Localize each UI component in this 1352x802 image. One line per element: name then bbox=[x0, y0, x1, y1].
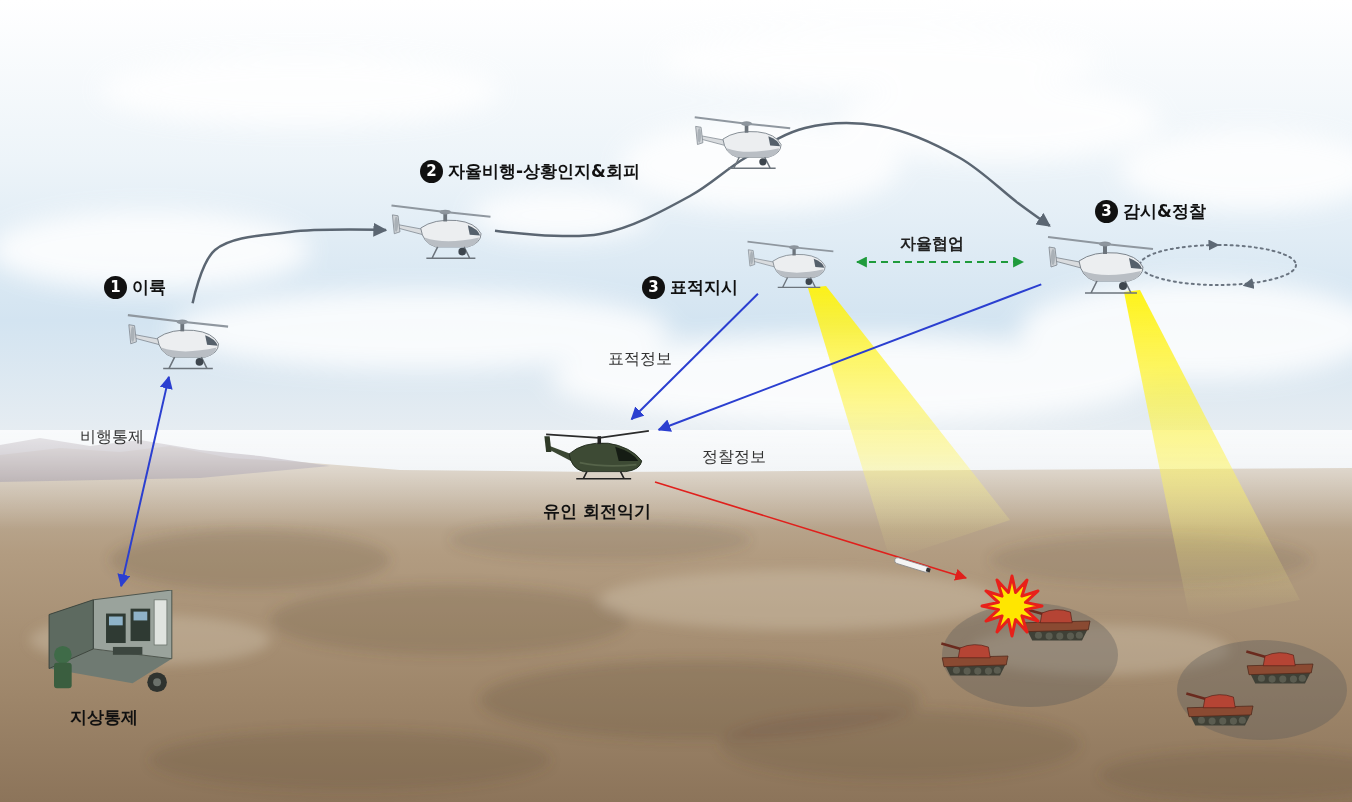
node-label: 지상통제 bbox=[70, 706, 138, 728]
uav-helicopter bbox=[695, 117, 790, 168]
ground-station-icon bbox=[38, 590, 178, 698]
node-label: 3감시&정찰 bbox=[1095, 200, 1206, 223]
uav-helicopter: 3감시&정찰 bbox=[1045, 227, 1155, 297]
manned-helicopter: 유인 회전익기 bbox=[540, 422, 655, 484]
edge-label: 자율협업 bbox=[900, 234, 964, 253]
node-title: 감시&정찰 bbox=[1123, 200, 1206, 222]
tank bbox=[1023, 609, 1090, 641]
helicopter-icon bbox=[745, 233, 835, 291]
edge-label: 비행통제 bbox=[80, 427, 144, 446]
edge-label: 표적정보 bbox=[608, 349, 672, 368]
node-title: 표적지시 bbox=[670, 276, 738, 298]
callout-number: 2 bbox=[420, 160, 443, 183]
helicopter-icon bbox=[125, 305, 230, 373]
helicopter-icon bbox=[1045, 227, 1155, 297]
edge-label: 정찰정보 bbox=[702, 447, 766, 466]
connector-arrow bbox=[193, 230, 386, 304]
uav-helicopter: 3표적지시 bbox=[745, 233, 835, 291]
tank bbox=[1186, 694, 1253, 726]
node-label: 3표적지시 bbox=[642, 276, 738, 299]
node-label: 2자율비행-상황인지&회피 bbox=[420, 160, 640, 183]
missile bbox=[894, 557, 931, 574]
orbit-path bbox=[1140, 245, 1296, 285]
horizon-haze bbox=[0, 430, 1352, 530]
uav-helicopter: 2자율비행-상황인지&회피 bbox=[388, 196, 493, 262]
node-title: 자율비행-상황인지&회피 bbox=[448, 160, 640, 182]
helicopter-icon bbox=[544, 431, 649, 479]
orbit-arrow bbox=[1248, 282, 1262, 285]
target-area bbox=[1177, 640, 1347, 740]
ground-control-station: 지상통제 bbox=[38, 590, 178, 698]
node-label: 1이륙 bbox=[104, 276, 166, 299]
callout-number: 3 bbox=[1095, 200, 1118, 223]
callout-number: 3 bbox=[642, 276, 665, 299]
ground-station-icon bbox=[49, 590, 172, 692]
orbit-arrow bbox=[1200, 245, 1214, 246]
uav-helicopter: 1이륙 bbox=[125, 305, 230, 373]
helicopter-icon bbox=[747, 242, 833, 288]
helicopter-icon bbox=[128, 315, 228, 368]
sensor-beam bbox=[808, 286, 1010, 560]
tank bbox=[941, 644, 1008, 676]
helicopter-icon bbox=[391, 205, 490, 258]
node-title: 이륙 bbox=[132, 276, 166, 298]
explosion bbox=[982, 576, 1042, 636]
helicopter-icon bbox=[540, 422, 655, 484]
connector-arrow bbox=[121, 377, 169, 586]
node-title: 지상통제 bbox=[70, 706, 138, 728]
tank bbox=[1246, 652, 1313, 684]
terrain-patches bbox=[30, 520, 1352, 800]
missile-trajectory bbox=[655, 482, 966, 578]
connector-arrow bbox=[857, 261, 1023, 263]
connector-arrow bbox=[659, 284, 1042, 429]
sensor-beam bbox=[1124, 290, 1300, 620]
callout-number: 1 bbox=[104, 276, 127, 299]
helicopter-icon bbox=[388, 196, 493, 262]
node-label: 유인 회전익기 bbox=[543, 500, 651, 522]
helicopter-icon bbox=[1048, 237, 1153, 293]
node-title: 유인 회전익기 bbox=[543, 500, 651, 522]
